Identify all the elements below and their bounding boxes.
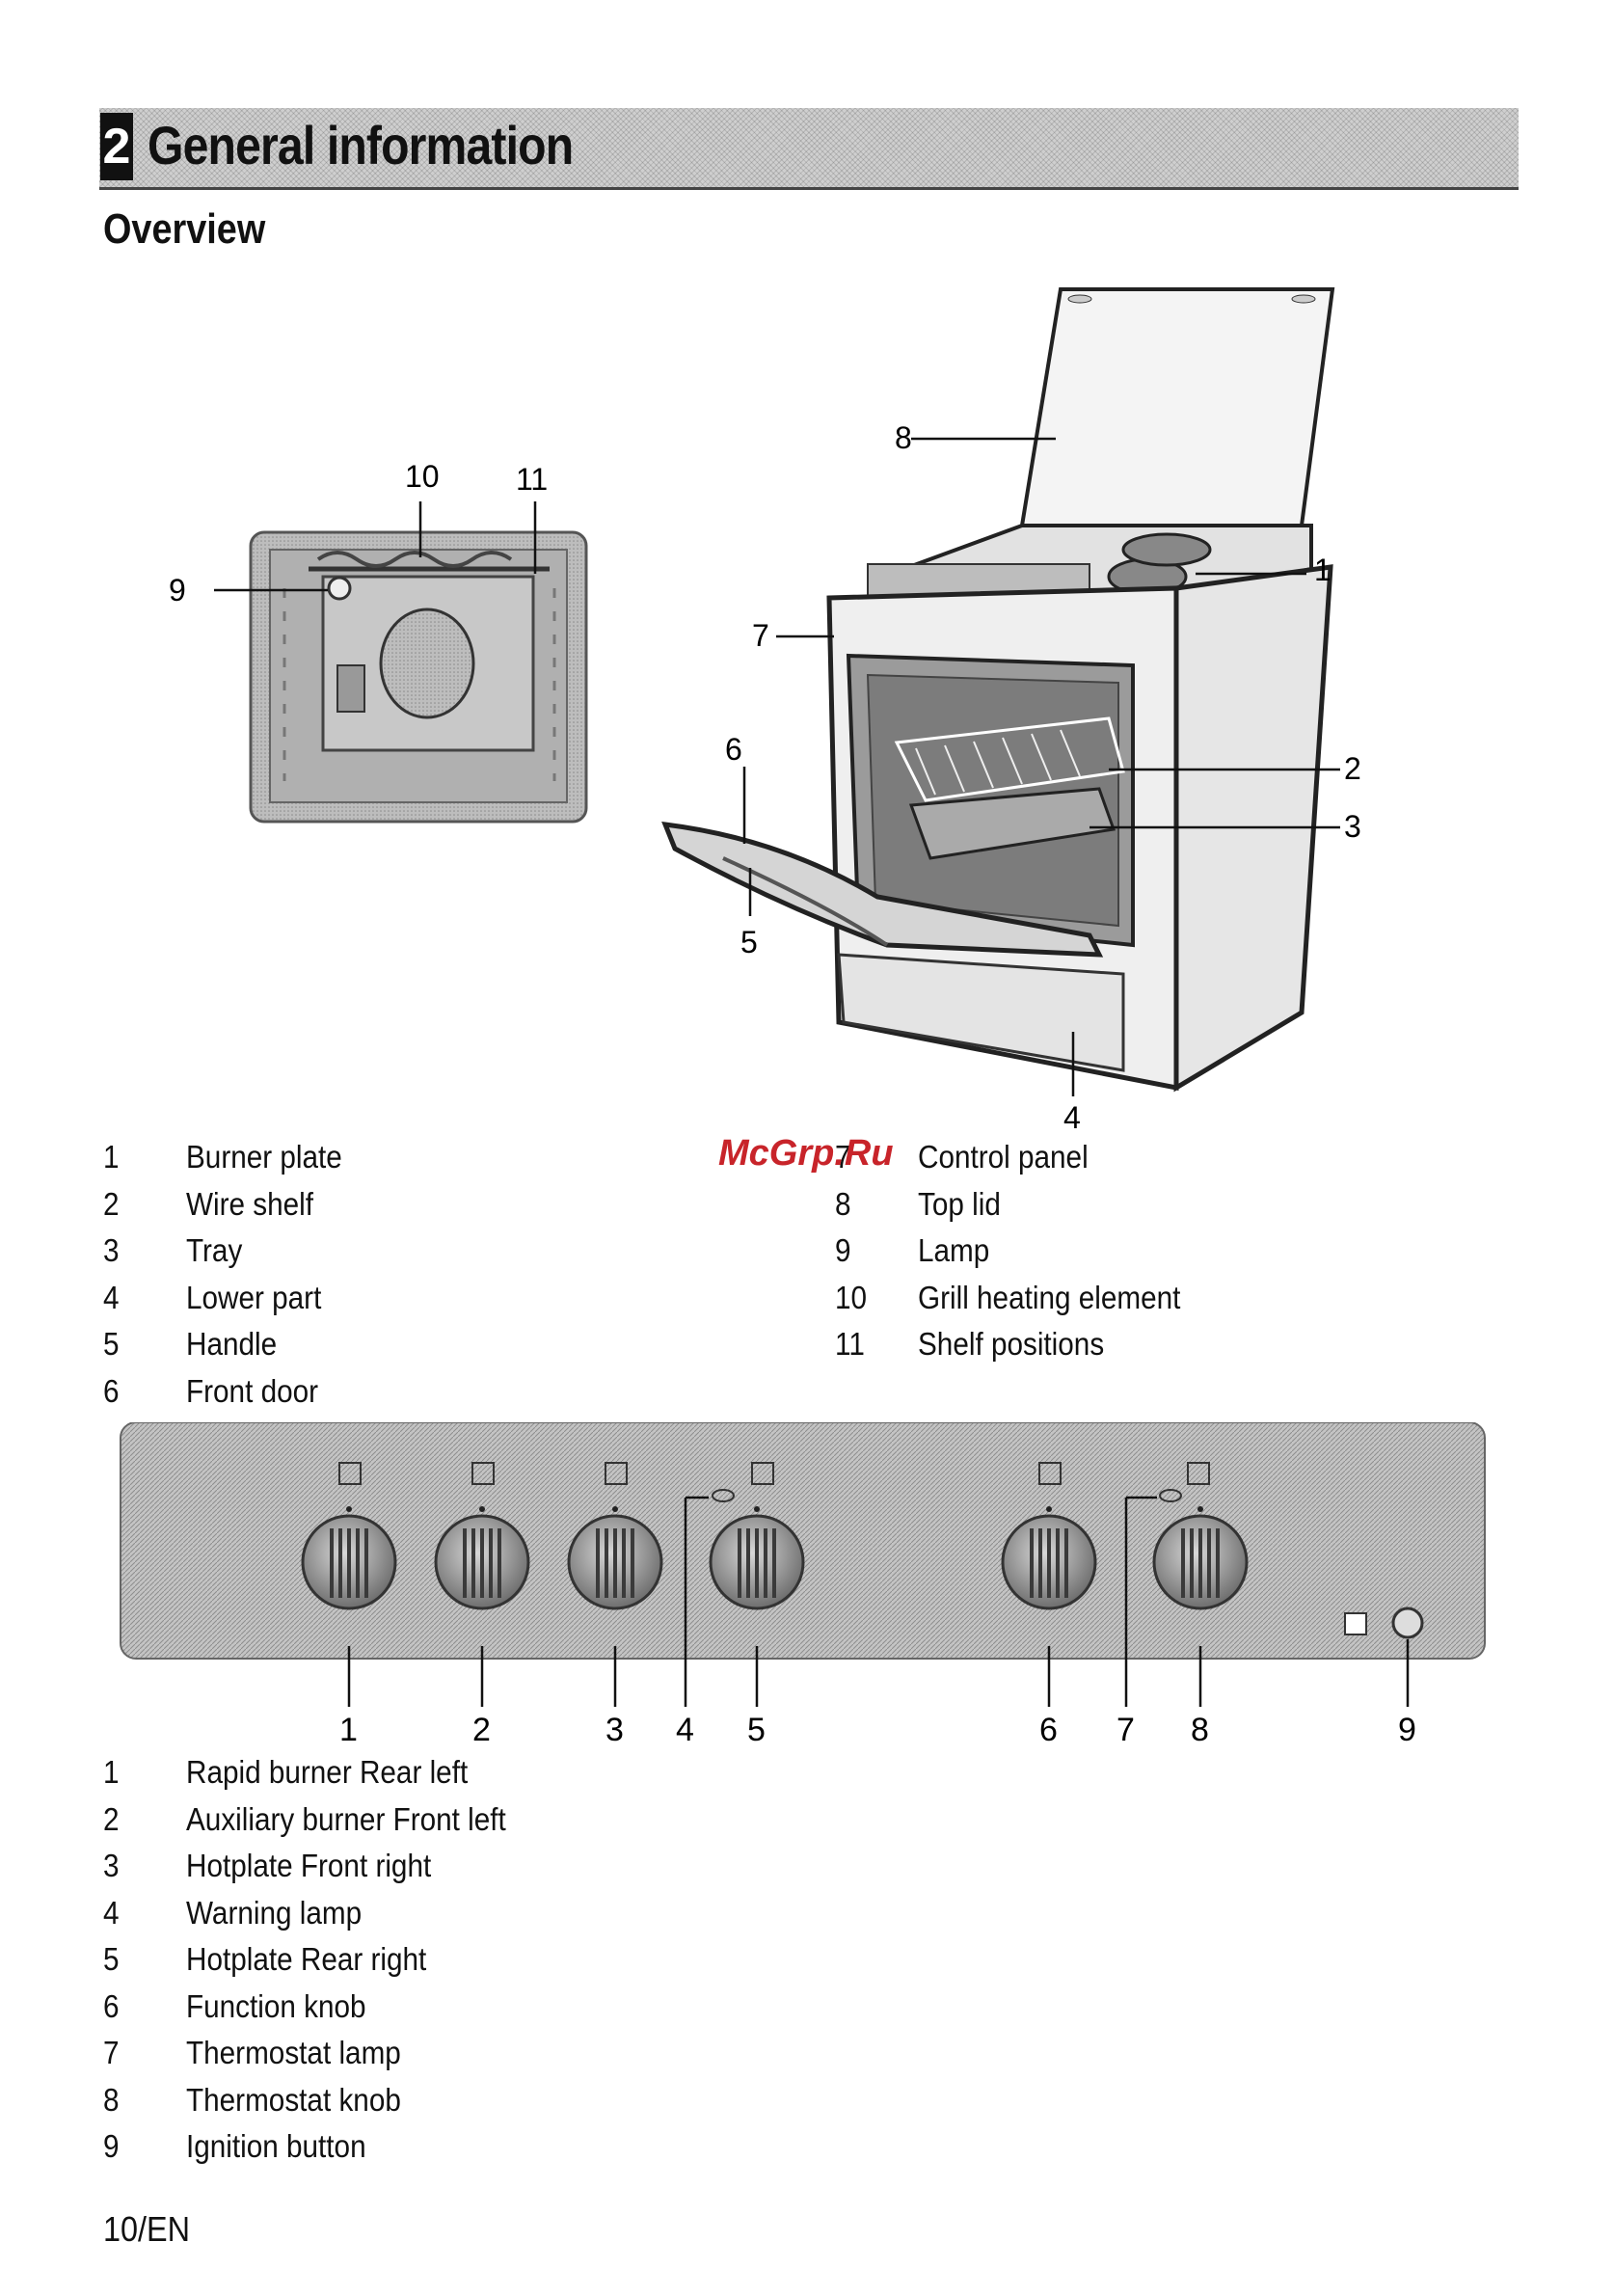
item-number: 1 [103, 1139, 120, 1175]
panel-callout-5: 5 [747, 1712, 766, 1748]
panel-callout-3: 3 [605, 1712, 624, 1748]
list-item: 5 Hotplate Rear right [103, 1940, 874, 1987]
list-item: 8 Top lid [835, 1185, 1413, 1232]
list-item: 11 Shelf positions [835, 1325, 1413, 1372]
list-item: 1 Burner plate [103, 1138, 682, 1185]
watermark: McGrp.Ru [718, 1133, 894, 1174]
cooker-illustration: 8 1 7 2 3 6 5 4 [661, 287, 1361, 1135]
list-item: 9 Ignition button [103, 2127, 874, 2174]
item-number: 8 [835, 1185, 851, 1222]
callout-11: 11 [516, 462, 548, 497]
item-label: Front door [186, 1372, 319, 1409]
item-label: Rapid burner Rear left [186, 1754, 469, 1790]
item-label: Ignition button [186, 2128, 366, 2164]
item-number: 1 [103, 1754, 120, 1790]
item-label: Burner plate [186, 1139, 342, 1175]
overview-parts-list-right: 7 Control panel 8 Top lid 9 Lamp 10 Grill heati… [835, 1138, 1413, 1372]
item-label: Shelf positions [918, 1326, 1105, 1362]
item-label: Wire shelf [186, 1185, 314, 1222]
callout-7: 7 [752, 618, 769, 653]
list-item: 7 Control panel [835, 1138, 1413, 1185]
list-item: 4 Warning lamp [103, 1894, 874, 1941]
item-number: 11 [835, 1326, 865, 1362]
list-item: 9 Lamp [835, 1231, 1413, 1279]
item-number: 2 [103, 1185, 120, 1222]
oven-interior-illustration: 10 11 9 [169, 459, 588, 824]
item-number: 5 [103, 1326, 120, 1362]
callout-5: 5 [740, 925, 758, 959]
panel-callout-4: 4 [676, 1712, 694, 1748]
item-label: Warning lamp [186, 1894, 363, 1931]
control-panel-illustration: 1 2 3 4 5 6 7 8 9 [120, 1422, 1486, 1748]
list-item: 8 Thermostat knob [103, 2081, 874, 2128]
control-knob[interactable] [1152, 1506, 1249, 1610]
item-label: Tray [186, 1232, 243, 1268]
item-label: Lamp [918, 1232, 990, 1268]
item-number: 9 [103, 2128, 120, 2164]
item-label: Grill heating element [918, 1279, 1181, 1315]
callout-8: 8 [895, 420, 912, 455]
control-knob[interactable] [709, 1506, 805, 1610]
item-number: 4 [103, 1894, 120, 1931]
item-label: Hotplate Front right [186, 1848, 432, 1883]
control-knob[interactable] [1001, 1506, 1097, 1610]
item-number: 6 [103, 1372, 120, 1409]
item-label: Top lid [918, 1185, 1001, 1222]
item-label: Lower part [186, 1279, 322, 1315]
page-number: 10/EN [103, 2209, 191, 2249]
list-item: 6 Front door [103, 1372, 682, 1419]
item-number: 3 [103, 1848, 120, 1883]
item-label: Handle [186, 1326, 278, 1362]
callout-2: 2 [1344, 751, 1361, 786]
callout-6: 6 [725, 732, 742, 767]
callout-4: 4 [1063, 1100, 1081, 1135]
item-number: 8 [103, 2081, 120, 2118]
list-item: 7 Thermostat lamp [103, 2034, 874, 2081]
callout-1: 1 [1314, 553, 1332, 587]
item-number: 3 [103, 1232, 120, 1268]
item-label: Auxiliary burner Front left [186, 1800, 506, 1837]
list-item: 3 Tray [103, 1231, 682, 1279]
item-number: 10 [835, 1279, 868, 1315]
section-header-bar [99, 108, 1519, 190]
overview-parts-list-left: 1 Burner plate 2 Wire shelf 3 Tray 4 Lower part… [103, 1138, 682, 1418]
item-number: 5 [103, 1941, 120, 1977]
list-item: 5 Handle [103, 1325, 682, 1372]
item-number: 2 [103, 1800, 120, 1837]
control-knob[interactable] [301, 1506, 397, 1610]
panel-callout-7: 7 [1116, 1712, 1135, 1748]
item-number: 7 [835, 1139, 851, 1175]
list-item: 3 Hotplate Front right [103, 1847, 874, 1894]
control-knob[interactable] [434, 1506, 530, 1610]
item-number: 4 [103, 1279, 120, 1315]
item-number: 7 [103, 2035, 120, 2070]
callout-3: 3 [1344, 809, 1361, 844]
panel-callout-8: 8 [1191, 1712, 1209, 1748]
control-panel-parts-list: 1 Rapid burner Rear left 2 Auxiliary burner… [103, 1753, 874, 2174]
list-item: 6 Function knob [103, 1987, 874, 2035]
panel-callout-1: 1 [339, 1712, 358, 1748]
item-label: Thermostat knob [186, 2081, 401, 2118]
item-label: Hotplate Rear right [186, 1941, 427, 1977]
item-label: Function knob [186, 1987, 366, 2024]
item-number: 9 [835, 1232, 851, 1268]
item-label: Thermostat lamp [186, 2035, 401, 2070]
panel-callout-6: 6 [1039, 1712, 1058, 1748]
panel-callout-9: 9 [1398, 1712, 1416, 1748]
list-item: 10 Grill heating element [835, 1279, 1413, 1326]
section-title: General information [148, 115, 574, 176]
callout-10: 10 [405, 459, 440, 494]
control-knob[interactable] [567, 1506, 663, 1610]
item-number: 6 [103, 1987, 120, 2024]
overview-heading: Overview [103, 205, 266, 253]
list-item: 4 Lower part [103, 1279, 682, 1326]
callout-9: 9 [169, 573, 186, 608]
section-number: 2 [100, 113, 133, 180]
item-label: Control panel [918, 1139, 1089, 1175]
list-item: 1 Rapid burner Rear left [103, 1753, 874, 1800]
list-item: 2 Auxiliary burner Front left [103, 1800, 874, 1848]
list-item: 2 Wire shelf [103, 1185, 682, 1232]
panel-callout-2: 2 [472, 1712, 491, 1748]
